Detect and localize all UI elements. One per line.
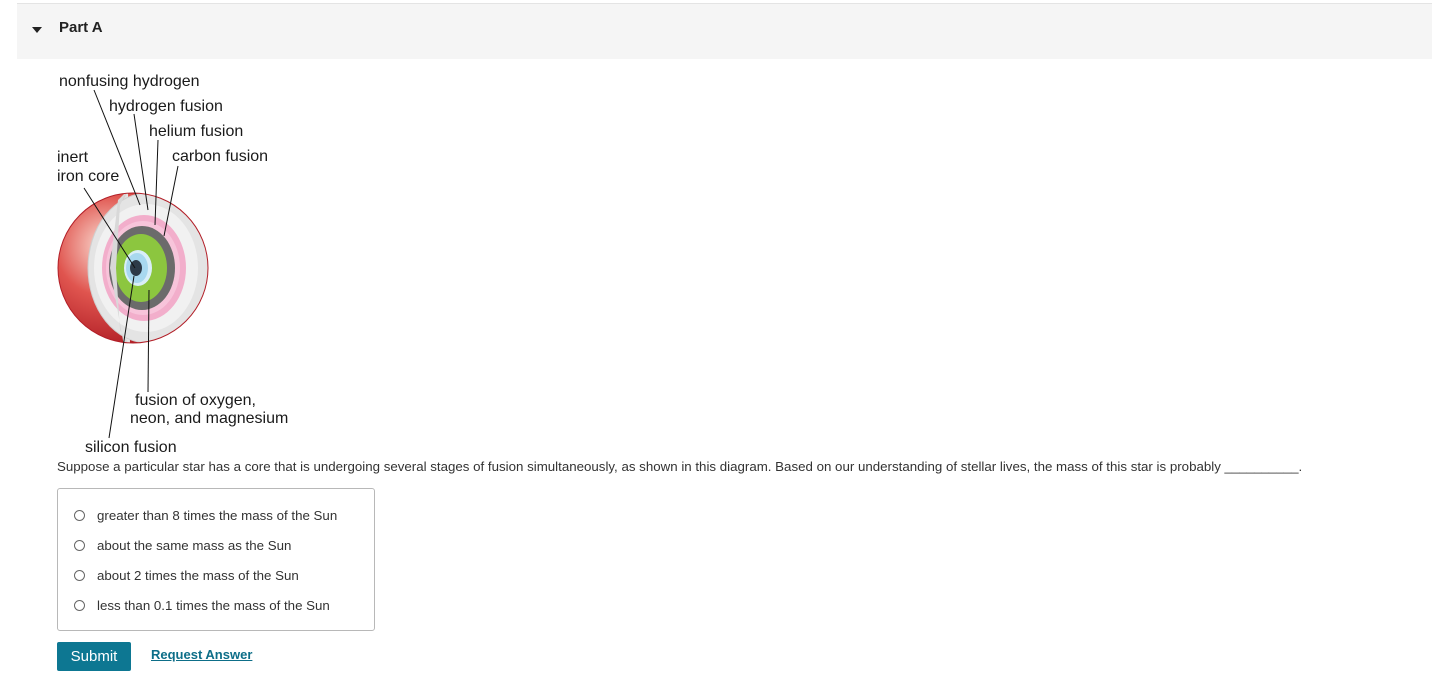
cutaway-shadow (110, 193, 130, 343)
leader-lines (83, 89, 179, 439)
label-carbon-fusion: carbon fusion (172, 148, 268, 165)
label-oxygen-line1: fusion of oxygen, (135, 392, 256, 409)
radio-button[interactable] (74, 599, 85, 611)
radio-button[interactable] (74, 539, 85, 551)
option-label: about the same mass as the Sun (97, 537, 292, 553)
label-silicon-fusion: silicon fusion (85, 439, 177, 456)
option-greater-than-8[interactable]: greater than 8 times the mass of the Sun (74, 505, 337, 525)
top-divider (17, 3, 1432, 4)
answer-options: greater than 8 times the mass of the Sun… (57, 488, 375, 631)
radio-button[interactable] (74, 569, 85, 581)
label-iron-core: iron core (57, 168, 119, 185)
leader-iron-core (83, 187, 136, 269)
part-header[interactable]: Part A (17, 4, 1432, 59)
leader-carbon-fusion (163, 165, 179, 237)
leader-oxygen (147, 289, 150, 393)
label-nonfusing-hydrogen: nonfusing hydrogen (59, 73, 200, 90)
part-title: Part A (59, 19, 103, 36)
option-same-mass[interactable]: about the same mass as the Sun (74, 535, 291, 555)
option-label: about 2 times the mass of the Sun (97, 567, 299, 583)
star-layers-diagram: nonfusing hydrogen hydrogen fusion heliu… (0, 60, 340, 460)
option-about-2-times[interactable]: about 2 times the mass of the Sun (74, 565, 299, 585)
label-hydrogen-fusion: hydrogen fusion (109, 98, 223, 115)
radio-button[interactable] (74, 509, 85, 521)
option-label: greater than 8 times the mass of the Sun (97, 507, 338, 523)
option-label: less than 0.1 times the mass of the Sun (97, 597, 330, 613)
star-diagram-svg: nonfusing hydrogen hydrogen fusion heliu… (57, 73, 288, 456)
request-answer-link[interactable]: Request Answer (151, 647, 253, 662)
leader-nonfusing-hydrogen (93, 89, 141, 206)
label-helium-fusion: helium fusion (149, 123, 243, 140)
label-oxygen-line2: neon, and magnesium (130, 410, 288, 427)
label-inert: inert (57, 149, 89, 166)
star-outline (57, 192, 209, 344)
caret-down-icon[interactable] (31, 24, 43, 36)
question-text: Suppose a particular star has a core tha… (57, 459, 1303, 474)
leader-helium-fusion (154, 139, 159, 226)
submit-button[interactable]: Submit (57, 642, 131, 671)
leader-silicon-fusion (108, 275, 135, 439)
leader-hydrogen-fusion (133, 113, 149, 211)
option-less-than-0-1[interactable]: less than 0.1 times the mass of the Sun (74, 595, 330, 615)
